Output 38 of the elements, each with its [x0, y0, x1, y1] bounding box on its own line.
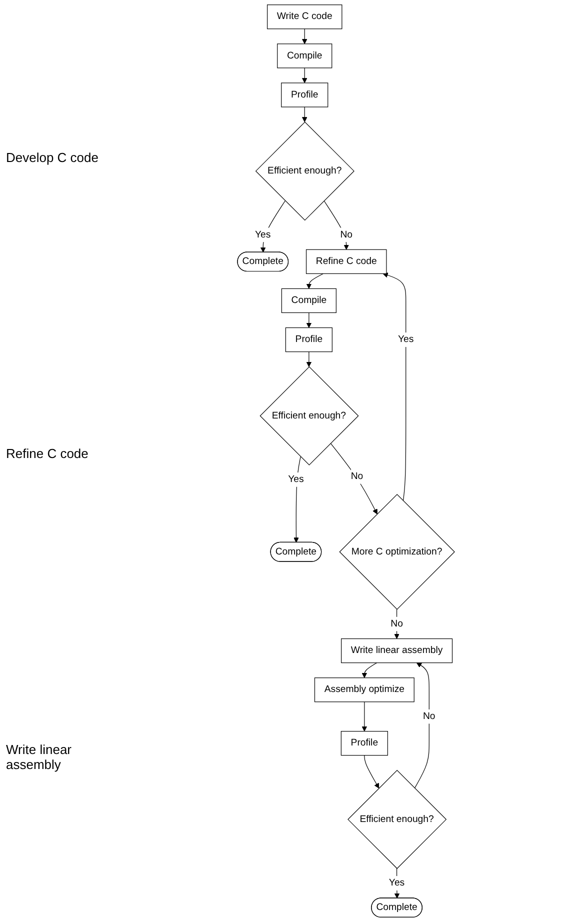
node-box: Compile	[281, 288, 336, 313]
edge-label: Yes	[398, 334, 414, 345]
node-diamond: Efficient enough?	[348, 770, 447, 869]
node-diamond: Efficient enough?	[255, 122, 354, 221]
arrow	[306, 312, 312, 328]
arrow	[382, 272, 406, 502]
phase-label: Write linear assembly	[6, 742, 73, 772]
edge-label: No	[340, 229, 352, 240]
arrow	[414, 662, 430, 788]
arrow	[302, 28, 308, 44]
arrow	[362, 702, 368, 732]
node-box: Write linear assembly	[341, 638, 453, 664]
arrow	[260, 200, 286, 253]
edge-label: No	[350, 471, 364, 482]
node-box: Compile	[277, 44, 332, 68]
arrow	[294, 456, 301, 543]
edge-label: Yes	[255, 229, 271, 240]
phase-label: Develop C code	[6, 150, 100, 166]
edge-label: Yes	[388, 878, 405, 888]
arrow	[330, 443, 378, 514]
arrow	[362, 662, 378, 678]
arrow	[306, 351, 312, 368]
node-diamond: Efficient enough?	[260, 366, 359, 466]
node-box: Profile	[340, 730, 388, 756]
arrow	[302, 68, 308, 84]
edge-label: Yes	[288, 474, 304, 484]
phase-label: Refine C code	[6, 446, 90, 461]
edge-label: No	[422, 711, 436, 722]
node-box: Write C code	[267, 4, 342, 30]
edge-label: No	[390, 618, 403, 629]
arrow	[364, 755, 380, 788]
node-box: Refine C code	[306, 249, 387, 274]
node-diamond: More C optimization?	[339, 494, 455, 610]
node-box: Profile	[281, 82, 328, 108]
node-box: Assembly optimize	[314, 678, 414, 702]
node-box: Profile	[285, 327, 332, 352]
arrow	[302, 106, 308, 122]
arrow	[306, 273, 324, 289]
